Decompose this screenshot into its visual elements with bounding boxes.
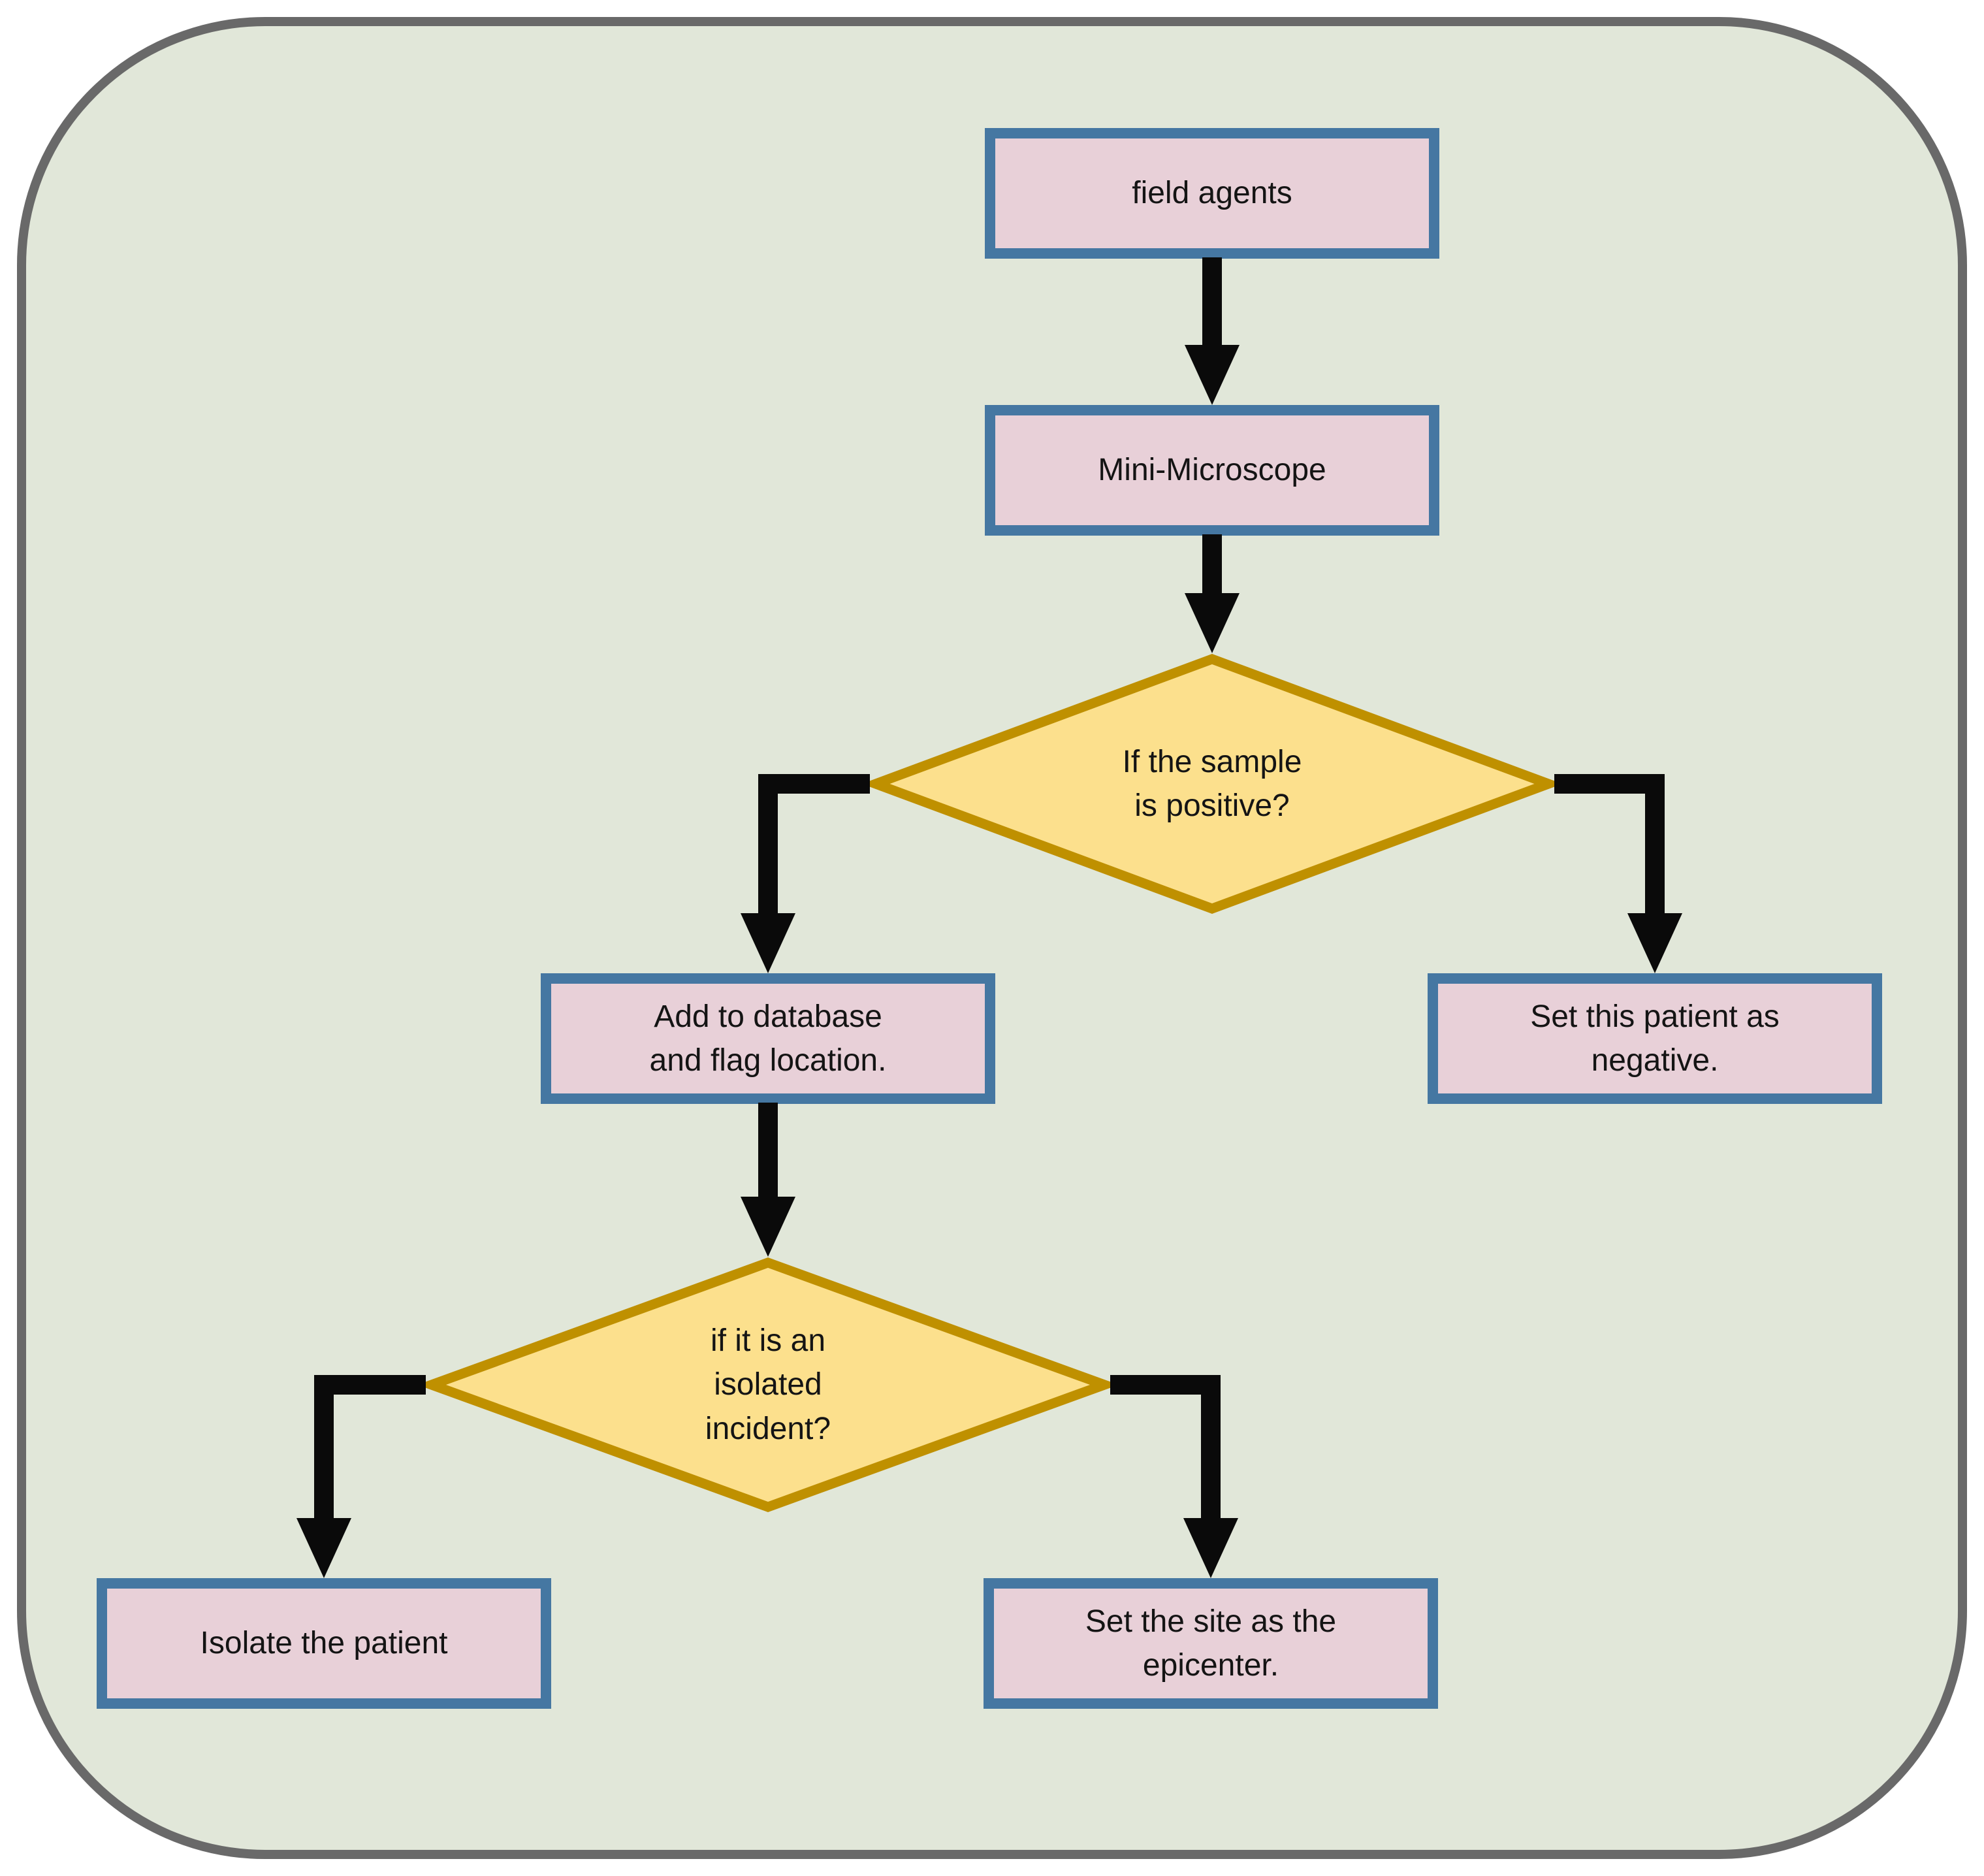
process-set-epicenter-label: Set the site as the epicenter. (1085, 1604, 1337, 1683)
decision-isolated-incident: if it is an isolated incident? (426, 1257, 1110, 1513)
process-set-negative: Set this patient as negative. (1428, 973, 1882, 1104)
decision-isolated-incident-label: if it is an isolated incident? (705, 1323, 831, 1446)
diamond-shape (870, 654, 1554, 914)
process-set-negative-label: Set this patient as negative. (1530, 999, 1780, 1078)
process-add-to-database: Add to database and flag location. (541, 973, 995, 1104)
process-set-epicenter: Set the site as the epicenter. (984, 1578, 1438, 1709)
process-add-to-database-label: Add to database and flag location. (649, 999, 887, 1078)
process-mini-microscope: Mini-Microscope (985, 405, 1439, 536)
diamond-shape (426, 1257, 1110, 1512)
process-field-agents-label: field agents (1132, 176, 1292, 211)
decision-sample-positive-label: If the sample is positive? (1122, 744, 1302, 823)
process-isolate-patient-label: Isolate the patient (200, 1626, 448, 1661)
process-field-agents: field agents (985, 128, 1439, 259)
decision-sample-positive: If the sample is positive? (870, 653, 1554, 914)
process-isolate-patient: Isolate the patient (97, 1578, 551, 1709)
process-mini-microscope-label: Mini-Microscope (1098, 453, 1326, 488)
